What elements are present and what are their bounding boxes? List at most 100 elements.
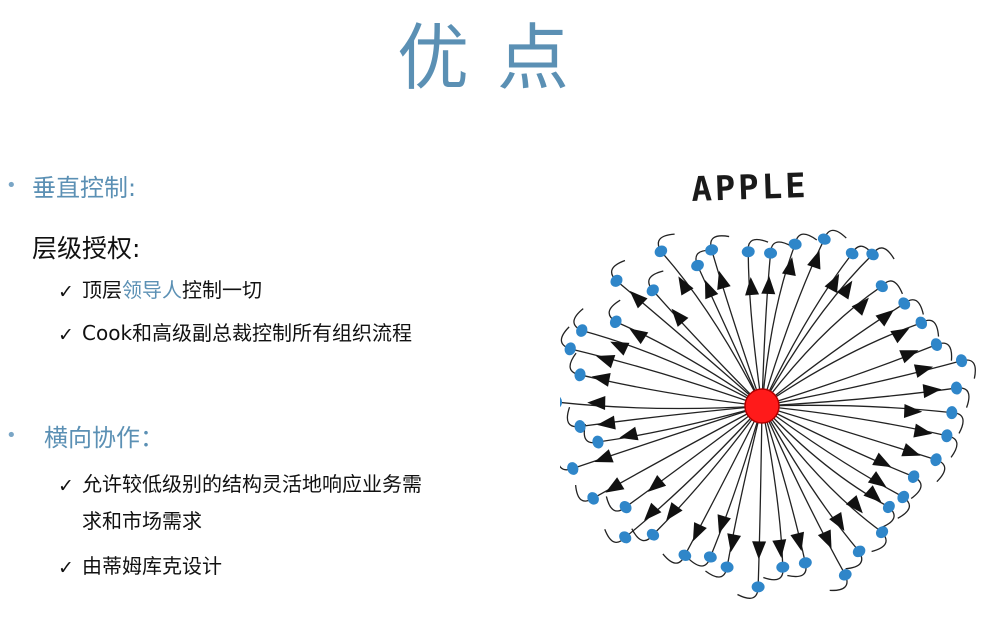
leaf-node [574, 420, 586, 433]
leaf-node [751, 581, 765, 593]
arrowhead [836, 280, 853, 300]
bullet-icon: • [6, 425, 17, 446]
arrowhead [922, 384, 942, 399]
arrowhead [727, 533, 742, 553]
spoke-line [761, 405, 895, 529]
arrowhead [913, 364, 934, 378]
center-node [744, 388, 780, 424]
leaf-node [610, 274, 623, 287]
leaf-node [619, 500, 632, 514]
spoke-line [761, 280, 904, 407]
leaf-node [705, 244, 719, 256]
leaf-node [691, 259, 704, 272]
leaf-node [592, 435, 604, 449]
section-heading-vertical-control: 垂直控制: [32, 174, 137, 202]
arrowhead [782, 257, 796, 277]
leaf-node [646, 528, 660, 541]
apple-structure-diagram: APPLE [560, 150, 994, 620]
leaf-node [646, 284, 659, 297]
spoke-line [761, 342, 953, 407]
arrowhead [647, 475, 667, 492]
leaf-node [882, 500, 895, 514]
leaf-node [941, 429, 953, 443]
arrowhead [745, 276, 760, 296]
spoke-line [705, 405, 763, 578]
item-text: 顶层 [82, 278, 122, 302]
spoke-line [761, 241, 792, 407]
leaf-node [875, 526, 889, 539]
arrowhead [851, 297, 869, 316]
list-item-designed-by-cook: 由蒂姆库克设计 [82, 554, 222, 578]
arrowhead [704, 279, 719, 300]
spoke-line [761, 233, 818, 407]
spoke-line [648, 270, 763, 407]
spoke-line [761, 359, 976, 407]
spoke-line [761, 405, 863, 570]
arrowhead [761, 275, 776, 295]
leaf-node [720, 561, 734, 573]
arrowhead [790, 531, 805, 551]
spoke-line [747, 238, 769, 407]
leaf-node [576, 324, 588, 337]
spoke-line [662, 405, 763, 564]
leaf-node [897, 490, 910, 504]
arrowhead [824, 273, 840, 293]
leaf-node [852, 545, 866, 558]
spoke-line [687, 405, 763, 567]
arrowhead [597, 415, 616, 430]
leaf-node [915, 316, 928, 330]
arrowhead [903, 403, 923, 418]
leaf-node [955, 354, 968, 368]
list-item-flexible-structure-line1: 允许较低级别的结构灵活地响应业务需 [82, 472, 422, 496]
leaf-node [898, 297, 911, 310]
leaf-node [946, 406, 958, 420]
spoke-line [573, 308, 763, 407]
leaf-node [875, 280, 888, 293]
leaf-node [838, 569, 852, 581]
arrowhead [717, 514, 731, 534]
spoke-line [560, 326, 763, 407]
leaf-node [703, 551, 717, 563]
arrowhead [899, 350, 919, 364]
spoke-line [761, 405, 910, 519]
arrowhead [752, 541, 767, 560]
leaf-node [587, 492, 599, 505]
arrowhead [913, 423, 933, 438]
arrowhead [890, 328, 910, 344]
spoke-line [566, 405, 763, 428]
leaf-node [866, 248, 879, 261]
leaf-node [564, 342, 576, 356]
arrowhead [644, 502, 662, 521]
leaf-node [930, 338, 943, 351]
leaf-node [776, 561, 790, 573]
spoke-line [574, 405, 763, 502]
spoke-line [761, 247, 895, 407]
arrowhead [619, 426, 639, 441]
spoke-line [710, 235, 763, 407]
arrowhead [717, 270, 731, 290]
leaf-node [798, 557, 812, 569]
arrowhead [594, 449, 614, 463]
arrowhead [829, 511, 845, 532]
leaf-node [654, 245, 668, 258]
arrowhead [867, 471, 887, 488]
spokes-group [560, 229, 976, 599]
spoke-line [761, 245, 875, 407]
item-text: 控制一切 [182, 278, 262, 302]
leaf-node [817, 233, 831, 245]
arrowhead [671, 308, 689, 327]
hub-spoke-graphic [560, 229, 976, 599]
arrowhead [605, 477, 625, 493]
leaf-node [678, 549, 692, 561]
leaf-node [845, 247, 859, 260]
arrowhead [845, 495, 863, 514]
leaf-node [560, 395, 563, 409]
arrowhead [596, 354, 616, 369]
leaf-node [574, 368, 586, 382]
spoke-line [761, 405, 887, 553]
spoke-line [737, 405, 763, 599]
arrowhead [872, 452, 892, 468]
leaf-node [951, 381, 963, 395]
spoke-line [761, 405, 807, 578]
text-column: • 垂直控制: 层级授权: ✓ 顶层领导人控制一切 ✓ Cook和高级副总裁控制… [6, 174, 422, 579]
